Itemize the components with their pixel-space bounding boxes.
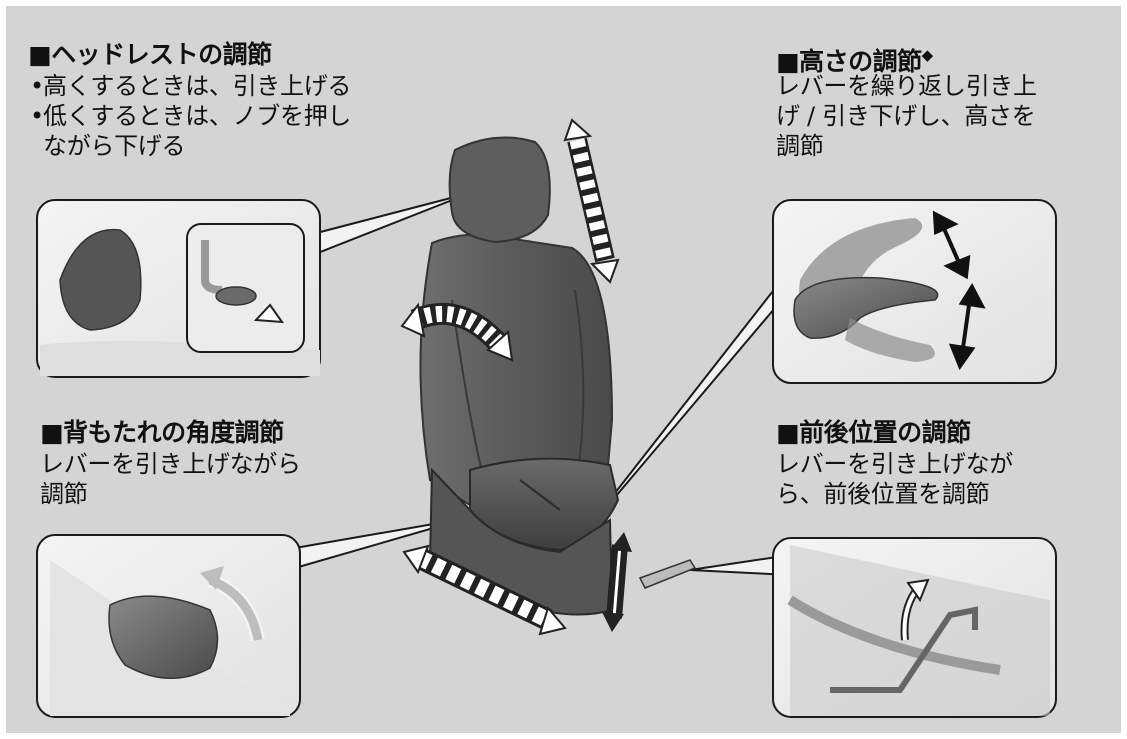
headrest xyxy=(448,136,551,244)
double-arrow-icon xyxy=(932,210,986,371)
callout-slide xyxy=(772,537,1057,718)
height-text-2: げ / 引き下げし、高さを xyxy=(776,102,1036,130)
recline-title: 背もたれの角度調節 xyxy=(40,418,284,448)
slide-title: 前後位置の調節 xyxy=(776,418,971,448)
recline-arc-arrow xyxy=(400,302,514,362)
slide-bar xyxy=(830,606,978,693)
height-arrow xyxy=(602,532,632,632)
leader-lines xyxy=(294,192,791,577)
slide-text-2: ら、前後位置を調節 xyxy=(776,480,990,508)
headrest-lower-text-cont: ながら下げる xyxy=(43,132,186,160)
height-title: 高さの調節◆ xyxy=(776,40,933,77)
slide-text-1: レバーを引き上げなが xyxy=(776,450,1013,478)
press-arrow-icon xyxy=(253,303,285,324)
headrest-raise-text: 高くするときは、引き上げる xyxy=(30,72,351,101)
height-text-1: レバーを繰り返し引き上 xyxy=(776,72,1037,100)
recline-text-2: 調節 xyxy=(40,480,88,508)
slide-arrow xyxy=(402,544,567,636)
recline-text-1: レバーを引き上げながら xyxy=(40,450,301,478)
headrest-updown-arrow xyxy=(563,118,620,284)
headrest-thumbnail xyxy=(59,228,142,331)
height-text-3: 調節 xyxy=(776,132,824,160)
headrest-title: ヘッドレストの調節 xyxy=(28,40,272,70)
recline-lever xyxy=(108,595,219,679)
callout-recline xyxy=(36,534,301,718)
callout-height xyxy=(772,199,1057,384)
model-variant-mark: ◆ xyxy=(921,46,934,64)
headrest-lower-text: 低くするときは、ノブを押し xyxy=(30,102,351,131)
seat xyxy=(419,136,697,616)
height-lever xyxy=(793,276,939,339)
callout-headrest xyxy=(36,199,321,378)
